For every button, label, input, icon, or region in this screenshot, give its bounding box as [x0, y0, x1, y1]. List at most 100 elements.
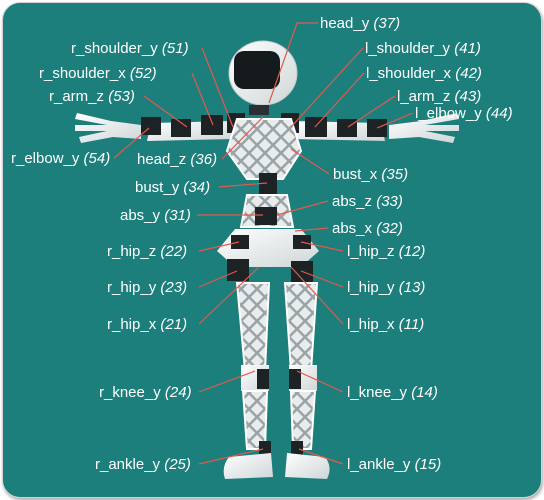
joint-id: 51: [166, 40, 184, 57]
label-l_shoulder_x: l_shoulder_x (42): [366, 65, 482, 82]
leader-r_arm_z: [143, 95, 188, 128]
joint-id: 13: [403, 279, 421, 296]
label-r_shoulder_y: r_shoulder_y (51): [71, 40, 189, 57]
leader-r_hip_z: [198, 241, 240, 252]
leader-r_elbow_y: [113, 127, 150, 159]
joint-id: 23: [165, 279, 183, 296]
joint-id: 32: [381, 220, 398, 237]
joint-id: 53: [113, 88, 130, 105]
joint-name: r_hip_x: [107, 316, 157, 333]
joint-name: abs_x: [332, 220, 373, 237]
joint-name: l_ankle_y: [347, 456, 411, 473]
leader-l_shoulder_y: [290, 47, 364, 128]
joint-name: l_hip_y: [347, 279, 395, 296]
robot-torso: [217, 118, 319, 283]
leader-lines: [113, 22, 414, 465]
joint-name: l_shoulder_x: [366, 65, 452, 82]
joint-id: 22: [165, 243, 183, 260]
label-l_shoulder_y: l_shoulder_y (41): [365, 40, 481, 57]
joint-name: abs_y: [120, 207, 161, 224]
joint-id: 37: [378, 15, 396, 32]
joint-name: bust_y: [135, 179, 180, 196]
joint-name: l_arm_z: [397, 88, 451, 105]
label-abs_x: abs_x (32): [332, 220, 403, 237]
robot-arms: [75, 113, 459, 143]
leader-r_hip_x: [198, 266, 260, 325]
label-r_ankle_y: r_ankle_y (25): [95, 456, 191, 473]
label-l_knee_y: l_knee_y (14): [347, 384, 438, 401]
label-abs_z: abs_z (33): [332, 193, 403, 210]
label-l_hip_y: l_hip_y (13): [347, 279, 426, 296]
label-bust_y: bust_y (34): [135, 179, 211, 196]
leader-l_hip_y: [300, 270, 344, 288]
label-abs_y: abs_y (31): [120, 207, 191, 224]
joint-name: l_hip_z: [347, 243, 395, 260]
leader-bust_x: [290, 148, 330, 175]
leader-r_shoulder_x: [191, 72, 214, 126]
joint-id: 52: [134, 65, 152, 82]
robot-legs: [223, 282, 330, 479]
joint-id: 42: [460, 65, 477, 82]
joint-id: 44: [490, 105, 508, 122]
joint-name: r_knee_y: [99, 384, 161, 401]
label-r_arm_z: r_arm_z (53): [49, 88, 135, 105]
label-l_arm_z: l_arm_z (43): [397, 88, 482, 105]
joint-name: r_hip_y: [107, 279, 157, 296]
joint-name: r_ankle_y: [95, 456, 161, 473]
joint-id: 35: [386, 166, 404, 183]
joint-name: head_y: [320, 15, 370, 32]
label-l_elbow_y: l_elbow_y (44): [415, 105, 513, 122]
joint-id: 41: [459, 40, 476, 57]
leader-r_ankle_y: [198, 448, 264, 465]
joint-id: 14: [416, 384, 433, 401]
joint-id: 33: [381, 193, 398, 210]
label-r_shoulder_x: r_shoulder_x (52): [39, 65, 157, 82]
joint-id: 21: [165, 316, 183, 333]
joint-name: r_hip_z: [107, 243, 157, 260]
joint-name: l_hip_x: [347, 316, 395, 333]
joint-id: 15: [419, 456, 437, 473]
label-l_hip_x: l_hip_x (11): [347, 316, 425, 333]
label-r_elbow_y: r_elbow_y (54): [11, 150, 111, 167]
joint-id: 11: [403, 316, 420, 333]
joint-id: 54: [88, 150, 106, 167]
label-bust_x: bust_x (35): [333, 166, 409, 183]
leader-r_shoulder_y: [201, 47, 234, 128]
label-l_ankle_y: l_ankle_y (15): [347, 456, 442, 473]
leader-abs_x: [294, 227, 329, 232]
leader-r_hip_y: [198, 270, 238, 288]
joint-name: r_elbow_y: [11, 150, 80, 167]
joint-name: l_knee_y: [347, 384, 408, 401]
joint-id: 36: [195, 151, 213, 168]
leader-bust_y: [218, 182, 268, 188]
joint-name: abs_z: [332, 193, 373, 210]
leader-l_ankle_y: [298, 448, 344, 465]
leader-head_z: [221, 116, 264, 160]
label-l_hip_z: l_hip_z (12): [347, 243, 426, 260]
label-r_hip_y: r_hip_y (23): [107, 279, 188, 296]
joint-id: 34: [188, 179, 206, 196]
joint-id: 12: [403, 243, 421, 260]
leader-r_knee_y: [198, 370, 256, 393]
leader-abs_z: [276, 200, 329, 216]
leader-l_arm_z: [347, 95, 396, 128]
joint-name: r_arm_z: [49, 88, 105, 105]
robot-head: [228, 40, 298, 115]
leader-head_y-2: [268, 22, 298, 104]
joint-name: r_shoulder_y: [71, 40, 158, 57]
leader-l_hip_x: [290, 266, 344, 325]
joint-name: head_z: [137, 151, 187, 168]
label-r_hip_z: r_hip_z (22): [107, 243, 188, 260]
leader-l_knee_y: [296, 370, 344, 393]
leader-l_elbow_y: [376, 112, 414, 129]
label-head_z: head_z (36): [137, 151, 218, 168]
joint-name: r_shoulder_x: [39, 65, 126, 82]
leader-l_shoulder_x: [314, 72, 365, 128]
robot-illustration: [75, 22, 459, 479]
joint-name: l_elbow_y: [415, 105, 482, 122]
joint-id: 25: [169, 456, 186, 473]
joint-id: 31: [169, 207, 186, 224]
joint-name: l_shoulder_y: [365, 40, 451, 57]
leader-l_hip_z: [300, 241, 344, 252]
